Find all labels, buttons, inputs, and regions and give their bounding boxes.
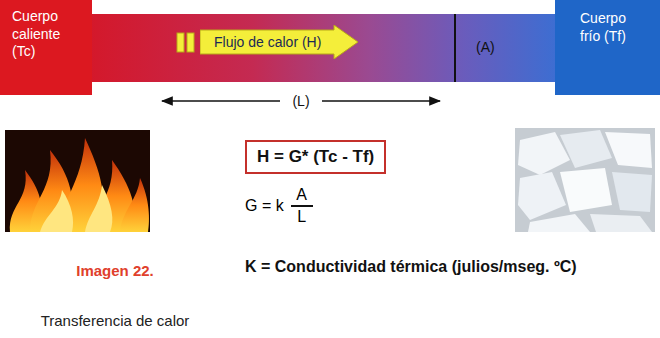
- figure-caption: Transferencia de calor: [41, 312, 190, 329]
- box-label: Cuerpo caliente (Tc): [12, 8, 82, 61]
- figure-number: Imagen 22.: [76, 262, 154, 279]
- length-label: (L): [289, 93, 312, 109]
- arrow-outline: [200, 25, 358, 59]
- formula-box: H = G* (Tc - Tf): [245, 140, 386, 174]
- arrow-label: Flujo de calor (H): [214, 34, 321, 50]
- conductor-bar: [88, 14, 558, 82]
- cold-body-box: Cuerpo frío (Tf): [555, 0, 660, 95]
- flow-mark: [177, 33, 184, 52]
- ice-picture: [515, 128, 655, 232]
- hot-body-box: Cuerpo caliente (Tc): [0, 0, 92, 95]
- fire-picture: [5, 130, 150, 232]
- area-label: (A): [476, 39, 495, 55]
- formula-text: H = G* (Tc - Tf): [257, 147, 374, 166]
- section-line: [454, 14, 456, 82]
- numerator: A: [296, 186, 307, 204]
- fraction: AL: [291, 186, 313, 226]
- fraction-bar: [291, 205, 313, 207]
- flow-mark: [187, 33, 194, 52]
- formula-text: G = k: [245, 197, 284, 215]
- heat-flow-arrow: Flujo de calor (H): [200, 25, 358, 59]
- formula-box: G = k AL: [245, 186, 313, 226]
- dimension-line: [322, 100, 440, 102]
- box-label: Cuerpo frío (Tf): [580, 10, 642, 45]
- legend-note: K = Conductividad térmica (julios/mseg. …: [245, 258, 577, 276]
- dimension-line: [162, 100, 280, 102]
- denominator: L: [297, 208, 306, 226]
